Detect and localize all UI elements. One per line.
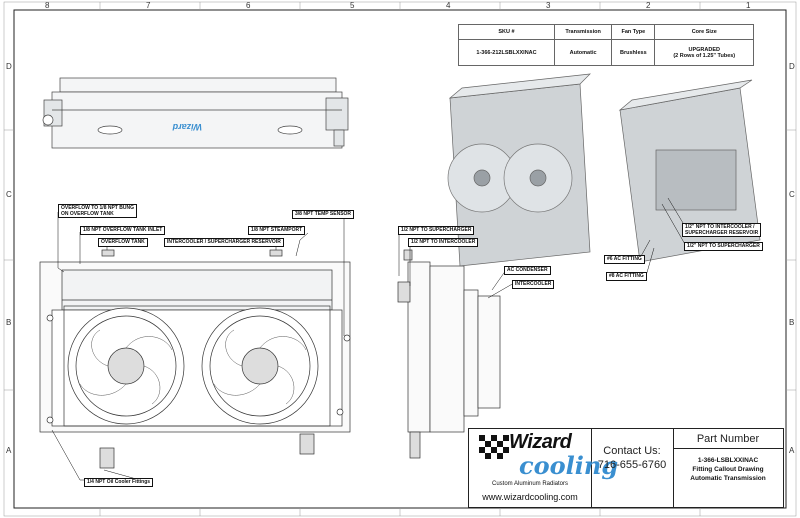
specs-header-sku: SKU # <box>458 24 555 40</box>
callout-iso-intercooler: 1/2" NPT TO INTERCOOLER / SUPERCHARGER R… <box>682 223 762 237</box>
contact-phone: 716-655-6760 <box>597 459 667 471</box>
callout-oil-cooler: 1/4 NPT Oil Cooler Fittings <box>84 478 154 487</box>
zone-side-b: B <box>6 318 12 327</box>
callout-half-to-supercharger: 1/2 NPT TO SUPERCHARGER <box>398 226 475 235</box>
specs-header-fan-type: Fan Type <box>611 24 656 40</box>
specs-sku-value: 1-366-212LSBLXXINAC <box>458 39 555 66</box>
iso-view-front <box>447 73 591 267</box>
callout-intercooler: INTERCOOLER <box>512 280 555 289</box>
callout-iso-supercharger: 1/2" NPT TO SUPERCHARGER <box>684 242 763 251</box>
callout-overflow-tank: OVERFLOW TANK <box>98 238 148 247</box>
zone-side-a-right: A <box>789 446 795 455</box>
specs-header-core-size: Core Size <box>654 24 754 40</box>
checkered-flag-icon <box>479 435 509 459</box>
title-block-logo-cell: Wizard cooling Custom Aluminum Radiators… <box>469 429 618 507</box>
title-block-part-cell: Part Number 1-366-LSBLXXINAC Fitting Cal… <box>673 429 783 507</box>
callout-overflow-inlet: 1/8 NPT OVERFLOW TANK INLET <box>80 226 166 235</box>
callout-ac-fitting-8: #8 AC FITTING <box>606 272 647 281</box>
zone-side-d: D <box>6 62 12 71</box>
iso-view-rear <box>618 79 761 263</box>
brand-sub: cooling <box>519 451 619 480</box>
title-block: Wizard cooling Custom Aluminum Radiators… <box>468 428 784 508</box>
specs-core-size-value: UPGRADED (2 Rows of 1.25" Tubes) <box>654 39 754 66</box>
callout-ac-condenser: AC CONDENSER <box>504 266 551 275</box>
zone-top-6: 6 <box>246 1 251 10</box>
callout-intercooler-reservoir: INTERCOOLER / SUPERCHARGER RESERVOIR <box>164 238 284 247</box>
callout-half-to-intercooler: 1/2 NPT TO INTERCOOLER <box>408 238 479 247</box>
callout-ac-fitting-6: #6 AC FITTING <box>604 255 645 264</box>
zone-side-c-right: C <box>789 190 795 199</box>
specs-table: SKU # Transmission Fan Type Core Size 1-… <box>458 24 754 66</box>
zone-top-5: 5 <box>350 1 355 10</box>
callout-overflow-bung-line1: OVERFLOW TO 1/8 NPT BUNG <box>61 205 134 211</box>
callout-overflow-bung-line2: ON OVERFLOW TANK <box>61 211 114 217</box>
title-block-contact-cell: Contact Us: 716-655-6760 <box>591 429 674 507</box>
zone-side-b-right: B <box>789 318 795 327</box>
front-view-drawing <box>39 249 351 469</box>
zone-top-7: 7 <box>146 1 151 10</box>
zone-side-a: A <box>6 446 12 455</box>
callout-iso-intercooler-line2: SUPERCHARGER RESERVOIR <box>685 230 759 236</box>
zone-top-1: 1 <box>746 1 751 10</box>
zone-top-4: 4 <box>446 1 451 10</box>
core-size-note: (2 Rows of 1.25" Tubes) <box>673 52 736 59</box>
brand-tagline: Custom Aluminum Radiators <box>491 481 569 487</box>
specs-transmission-value: Automatic <box>553 39 613 66</box>
callout-iso-intercooler-line1: 1/2" NPT TO INTERCOOLER / <box>685 224 755 230</box>
brand-name: Wizard <box>509 431 572 453</box>
contact-label: Contact Us: <box>603 445 661 457</box>
side-view-drawing <box>397 249 501 459</box>
website-link[interactable]: www.wizardcooling.com <box>482 492 578 502</box>
core-size-main: UPGRADED <box>688 46 720 53</box>
top-view-logo: Wizard <box>172 122 202 132</box>
part-number-header: Part Number <box>673 433 783 449</box>
callout-steamport: 1/8 NPT STEAMPORT <box>248 226 306 235</box>
part-number-value: 1-366-LSBLXXINAC <box>697 457 759 464</box>
zone-side-d-right: D <box>789 62 795 71</box>
zone-side-c: C <box>6 190 12 199</box>
part-description-line1: Fitting Callout Drawing <box>692 466 764 473</box>
zone-top-2: 2 <box>646 1 651 10</box>
specs-header-transmission: Transmission <box>553 24 613 40</box>
zone-top-3: 3 <box>546 1 551 10</box>
zone-top-8: 8 <box>45 1 50 10</box>
part-description-line2: Automatic Transmission <box>690 475 766 482</box>
specs-fan-type-value: Brushless <box>611 39 656 66</box>
callout-overflow-bung: OVERFLOW TO 1/8 NPT BUNG ON OVERFLOW TAN… <box>58 204 137 218</box>
top-view-drawing <box>42 77 349 149</box>
callout-temp-sensor: 3/8 NPT TEMP SENSOR <box>292 210 355 219</box>
